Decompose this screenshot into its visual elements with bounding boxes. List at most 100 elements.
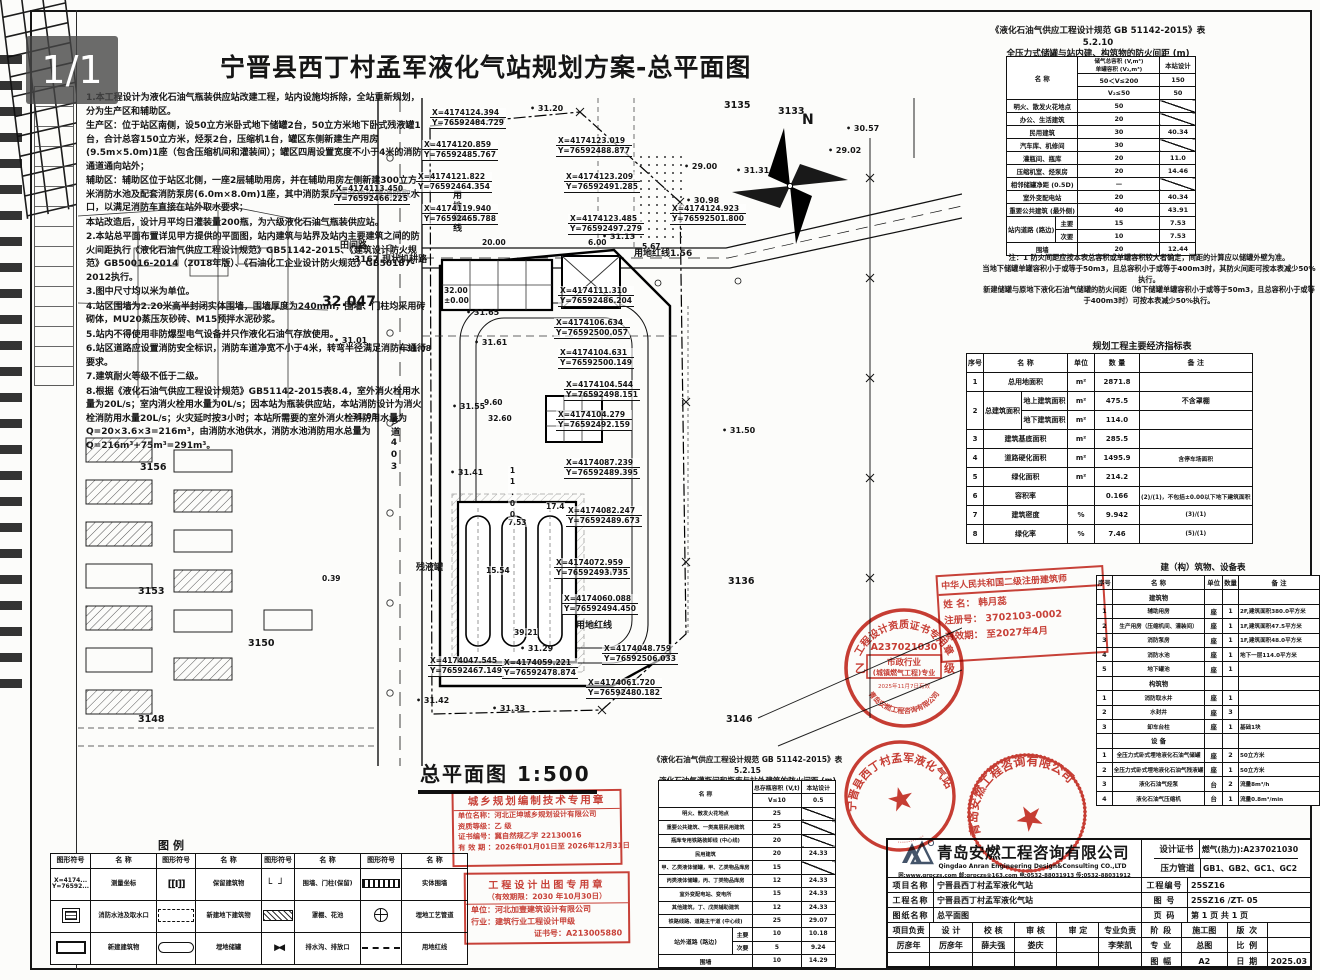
row-name: 液化石油气烃泵 <box>1111 776 1206 792</box>
cell: 备 注 <box>1139 353 1253 373</box>
cell: 座 <box>1204 762 1223 778</box>
remark: 基础1块 <box>1237 718 1320 735</box>
cell: 3 <box>1096 718 1113 735</box>
road-label: 乡道403 <box>389 416 399 474</box>
empty-cell <box>1057 953 1100 969</box>
scan-edge-artifact <box>0 55 22 695</box>
legend-name-cell: 实体围墙 <box>401 868 469 901</box>
legend-sym-header: 图形符号 <box>49 853 92 869</box>
pill-icon <box>158 941 195 953</box>
cell: m² <box>1067 448 1095 468</box>
row-name: 建筑基底面积 <box>983 429 1068 449</box>
field-value: 25SZ16 /ZT- 05 <box>1191 895 1258 905</box>
field-label: 工程名称 <box>888 893 934 907</box>
staff-header: 审 定 <box>1057 923 1100 937</box>
road-label: 3167 现状机耕路 <box>354 255 428 265</box>
row-name: 站内道路 (路边) <box>1005 216 1057 243</box>
cell: 座 <box>1204 618 1223 634</box>
legend-symbol-cell: X=4174... Y=76592... <box>49 868 92 901</box>
header: 备 注 <box>1237 574 1320 591</box>
note-line: 辅助区：辅助区位于站区北侧，一座2层辅助用房，并在辅助用房左侧新建300立方米消… <box>86 176 420 213</box>
star-icon: ★ <box>882 777 919 821</box>
dimension-label: 32.00 <box>444 286 468 295</box>
remark: (3)/(1) <box>1139 505 1253 525</box>
row-name: 总用地面积 <box>983 372 1068 392</box>
row-name: 围墙 <box>658 954 753 969</box>
cell: 5 <box>752 940 802 956</box>
remark <box>1139 410 1253 430</box>
hatchrect-icon <box>263 909 294 921</box>
field-value: 施工图 <box>1182 923 1228 937</box>
cell <box>1237 733 1320 749</box>
cell: 6 <box>966 486 984 506</box>
row-name: 总建筑面积 <box>983 391 1022 430</box>
cert-label: 设计证书 <box>1154 840 1200 858</box>
spot-elevation: • 31.13 <box>602 232 636 241</box>
station-seal: 宁晋县西丁村孟军液化气站 ★ ············· <box>833 738 958 852</box>
table-5210-title1: 《液化石油气供应工程设计规范 GB 51142-2015》表5.2.10 <box>990 26 1206 48</box>
spot-elevation: • 31.65 <box>466 308 500 317</box>
row-name: 明火、散发火花地点 <box>1005 99 1079 113</box>
dimension-label: 32.60 <box>488 414 512 423</box>
company-seal: 青岛安燃工程咨询有限公司 ★ <box>943 731 1087 873</box>
company-contact: 网:www.qrpczs.com 邮:qrpczs@163.com 电:0532… <box>898 872 1131 878</box>
legend-row: 消防水池及取水口新建地下建筑物罩棚、花池埋地工艺管道 <box>49 900 469 933</box>
benchmark-elevation: 32.047 <box>322 294 377 310</box>
spot-elevation: • 31.31 <box>736 166 770 175</box>
dimension-label: 20.00 <box>482 238 506 247</box>
road-label: 残液罐 <box>416 563 444 573</box>
header: 数量 <box>1221 574 1239 591</box>
dimension-label: 17.4 <box>546 502 565 511</box>
cell: 主要 <box>1055 216 1079 230</box>
cell: 1 <box>1221 790 1239 807</box>
cell: 1495.9 <box>1094 448 1140 468</box>
cell: 40 <box>1077 203 1161 217</box>
legend-name-cell: 罩棚、花池 <box>294 900 362 933</box>
table-5210-notes: 注：1 防火间距应按本表总容积或单罐容积较大者确定，间距的计算应以储罐外壁为准。… <box>982 253 1316 307</box>
seal-grade-left: 乙 <box>855 662 866 675</box>
remark: 1F,建筑面积48.0平方米 <box>1237 632 1320 648</box>
cell: 座 <box>1204 603 1223 620</box>
cell: 1 <box>1096 747 1113 764</box>
cell: 10 <box>1077 229 1161 243</box>
remark: (2)/(1)，不包括±0.00以下地下建筑面积 <box>1139 486 1253 506</box>
row-name: 丙类液体储罐，丙、丁类物品库房 <box>658 873 753 889</box>
cell: % <box>1067 524 1095 544</box>
staff-name: 薛夫强 <box>973 938 1015 952</box>
row-name: 重要公共建筑 (最外侧) <box>1005 203 1079 217</box>
field-value: 2025.03 <box>1270 956 1308 966</box>
cell: 4 <box>1096 790 1113 807</box>
cell: 43.91 <box>1159 203 1197 217</box>
cell: 7.53 <box>1159 216 1197 230</box>
row-name: 汽车库、机修间 <box>1005 138 1079 152</box>
legend-symbol-cell <box>49 932 92 965</box>
cell: 10.18 <box>800 927 836 942</box>
cell: 214.2 <box>1094 467 1140 487</box>
note-line: 5.站内不得使用非防爆型电气设备并只作液化石油气存放使用。 <box>86 329 339 340</box>
cell: 0.166 <box>1094 486 1140 506</box>
cell: 座 <box>1204 704 1223 720</box>
road-label: N <box>802 112 814 128</box>
staff-header: 项目负责 <box>888 923 931 937</box>
row-name: 容积率 <box>983 486 1068 506</box>
